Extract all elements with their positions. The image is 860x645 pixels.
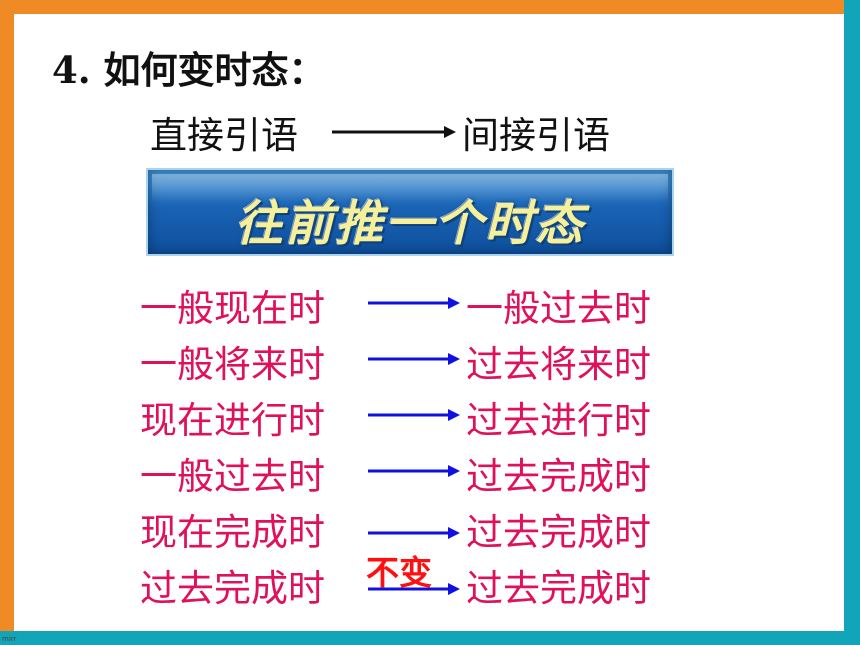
frame-right-border bbox=[844, 0, 860, 632]
tense-from: 过去完成时 bbox=[140, 567, 325, 610]
unchanged-label: 不变 bbox=[366, 553, 432, 592]
corner-mark: mirr bbox=[2, 635, 17, 643]
tense-to: 过去完成时 bbox=[466, 511, 651, 554]
direct-speech-label: 直接引语 bbox=[150, 114, 298, 157]
slide-title: 4. 如何变时态： bbox=[52, 48, 326, 92]
tense-from: 现在完成时 bbox=[140, 511, 325, 554]
tense-rule-row: 一般将来时 过去将来时 bbox=[140, 334, 700, 386]
blue-arrow-icon bbox=[368, 409, 460, 421]
frame-top-border bbox=[0, 0, 860, 14]
blue-arrow-icon bbox=[368, 465, 460, 477]
banner: 往前推一个时态 bbox=[146, 168, 674, 256]
tense-to: 过去完成时 bbox=[466, 455, 651, 498]
tense-rule-row: 现在进行时 过去进行时 bbox=[140, 390, 700, 442]
indirect-speech-label: 间接引语 bbox=[462, 114, 610, 157]
blue-arrow-icon bbox=[368, 353, 460, 365]
tense-rule-row: 过去完成时 过去完成时 bbox=[140, 558, 700, 610]
tense-from: 一般现在时 bbox=[140, 287, 325, 330]
frame-left-border bbox=[0, 0, 14, 632]
tense-to: 过去将来时 bbox=[466, 343, 651, 386]
tense-to: 一般过去时 bbox=[466, 287, 651, 330]
blue-arrow-icon bbox=[368, 297, 460, 309]
tense-rule-row: 一般现在时 一般过去时 bbox=[140, 278, 700, 330]
tense-from: 现在进行时 bbox=[140, 399, 325, 442]
blue-arrow-icon bbox=[368, 583, 460, 595]
black-arrow-icon bbox=[332, 126, 456, 138]
tense-to: 过去完成时 bbox=[466, 567, 651, 610]
frame-bottom-border bbox=[0, 631, 860, 645]
tense-to: 过去进行时 bbox=[466, 399, 651, 442]
tense-rule-row: 现在完成时 过去完成时 bbox=[140, 502, 700, 554]
tense-from: 一般将来时 bbox=[140, 343, 325, 386]
tense-from: 一般过去时 bbox=[140, 455, 325, 498]
tense-rule-row: 一般过去时 过去完成时 bbox=[140, 446, 700, 498]
banner-text: 往前推一个时态 bbox=[234, 196, 585, 252]
blue-arrow-icon bbox=[368, 527, 460, 539]
speech-conversion-row: 直接引语 间接引语 bbox=[150, 105, 670, 157]
